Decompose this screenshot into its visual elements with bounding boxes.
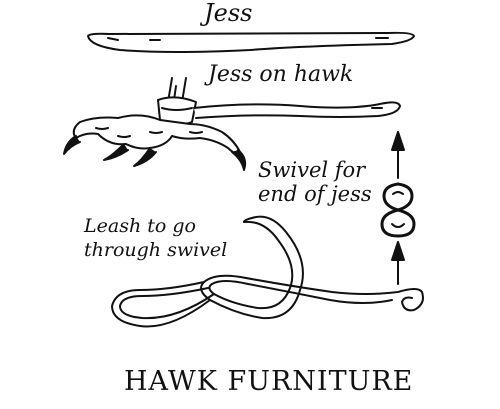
label-jess: Jess — [204, 0, 253, 27]
label-leash-line-1: Leash to go — [84, 215, 196, 237]
hawk-leg — [63, 77, 401, 171]
label-jess-on-hawk: Jess on hawk — [208, 62, 354, 87]
label-leash: Leash to go through swivel — [84, 214, 227, 262]
arrow-up-lower — [391, 241, 405, 285]
label-leash-line-2: through swivel — [84, 239, 228, 261]
jess-slit-left — [107, 37, 119, 41]
jess-strap — [87, 31, 415, 53]
label-swivel-line-2: end of jess — [258, 182, 372, 206]
arrow-up-upper — [391, 131, 405, 179]
label-swivel-line-1: Swivel for — [258, 158, 366, 182]
swivel — [380, 182, 416, 238]
diagram-title: HAWK FURNITURE — [124, 366, 414, 397]
leash — [111, 215, 424, 328]
label-swivel: Swivel for end of jess — [258, 158, 372, 206]
